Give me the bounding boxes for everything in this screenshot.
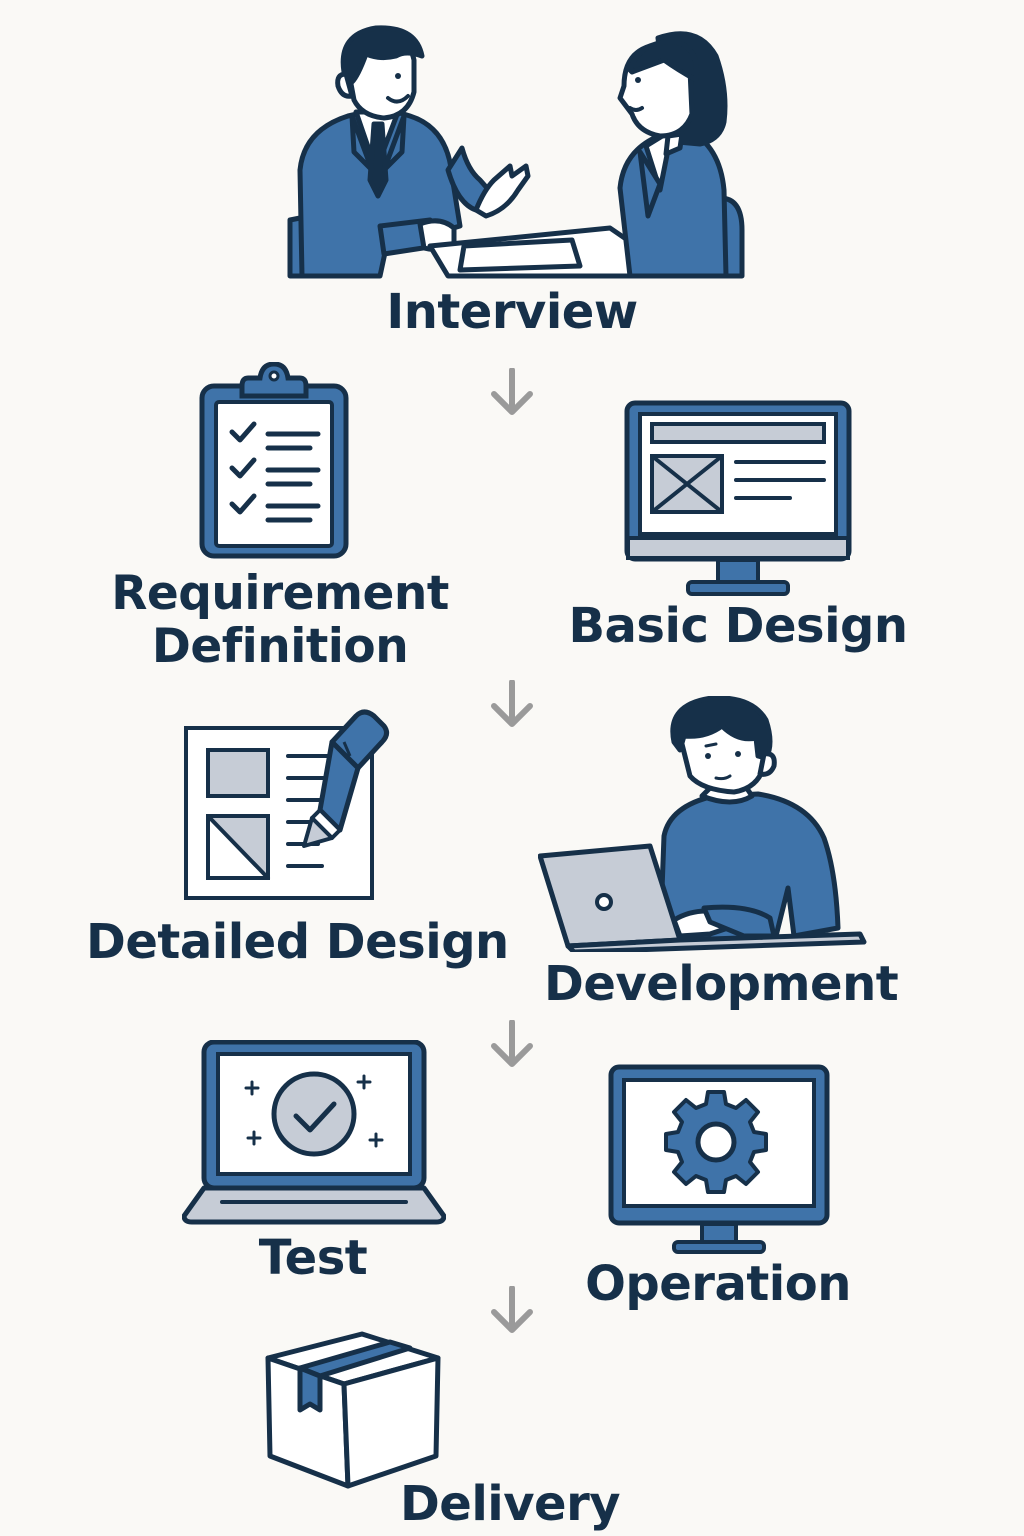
monitor-gear-icon bbox=[608, 1064, 830, 1254]
step-label-interview: Interview bbox=[386, 284, 638, 340]
flow-arrow-icon bbox=[491, 368, 533, 415]
step-label-delivery: Delivery bbox=[399, 1476, 621, 1532]
developer-laptop-icon bbox=[538, 696, 867, 952]
clipboard-checklist-icon bbox=[199, 362, 349, 559]
wireframe-monitor-icon bbox=[624, 400, 852, 596]
document-pencil-icon bbox=[184, 709, 390, 900]
step-label-requirement-definition: Requirement Definition bbox=[90, 566, 470, 674]
step-label-requirement-line1: Requirement bbox=[111, 566, 449, 621]
step-label-detailed-design: Detailed Design bbox=[86, 914, 509, 970]
step-label-operation: Operation bbox=[585, 1256, 851, 1312]
step-label-basic-design: Basic Design bbox=[568, 598, 908, 654]
meeting-icon bbox=[287, 25, 745, 279]
laptop-check-icon bbox=[182, 1040, 446, 1225]
flow-arrow-icon bbox=[491, 680, 533, 727]
step-label-development: Development bbox=[544, 956, 899, 1012]
flow-arrow-icon bbox=[491, 1286, 533, 1333]
flow-arrow-icon bbox=[491, 1020, 533, 1067]
step-label-test: Test bbox=[258, 1230, 368, 1286]
step-label-requirement-line2: Definition bbox=[151, 618, 409, 674]
package-box-icon bbox=[265, 1331, 441, 1489]
